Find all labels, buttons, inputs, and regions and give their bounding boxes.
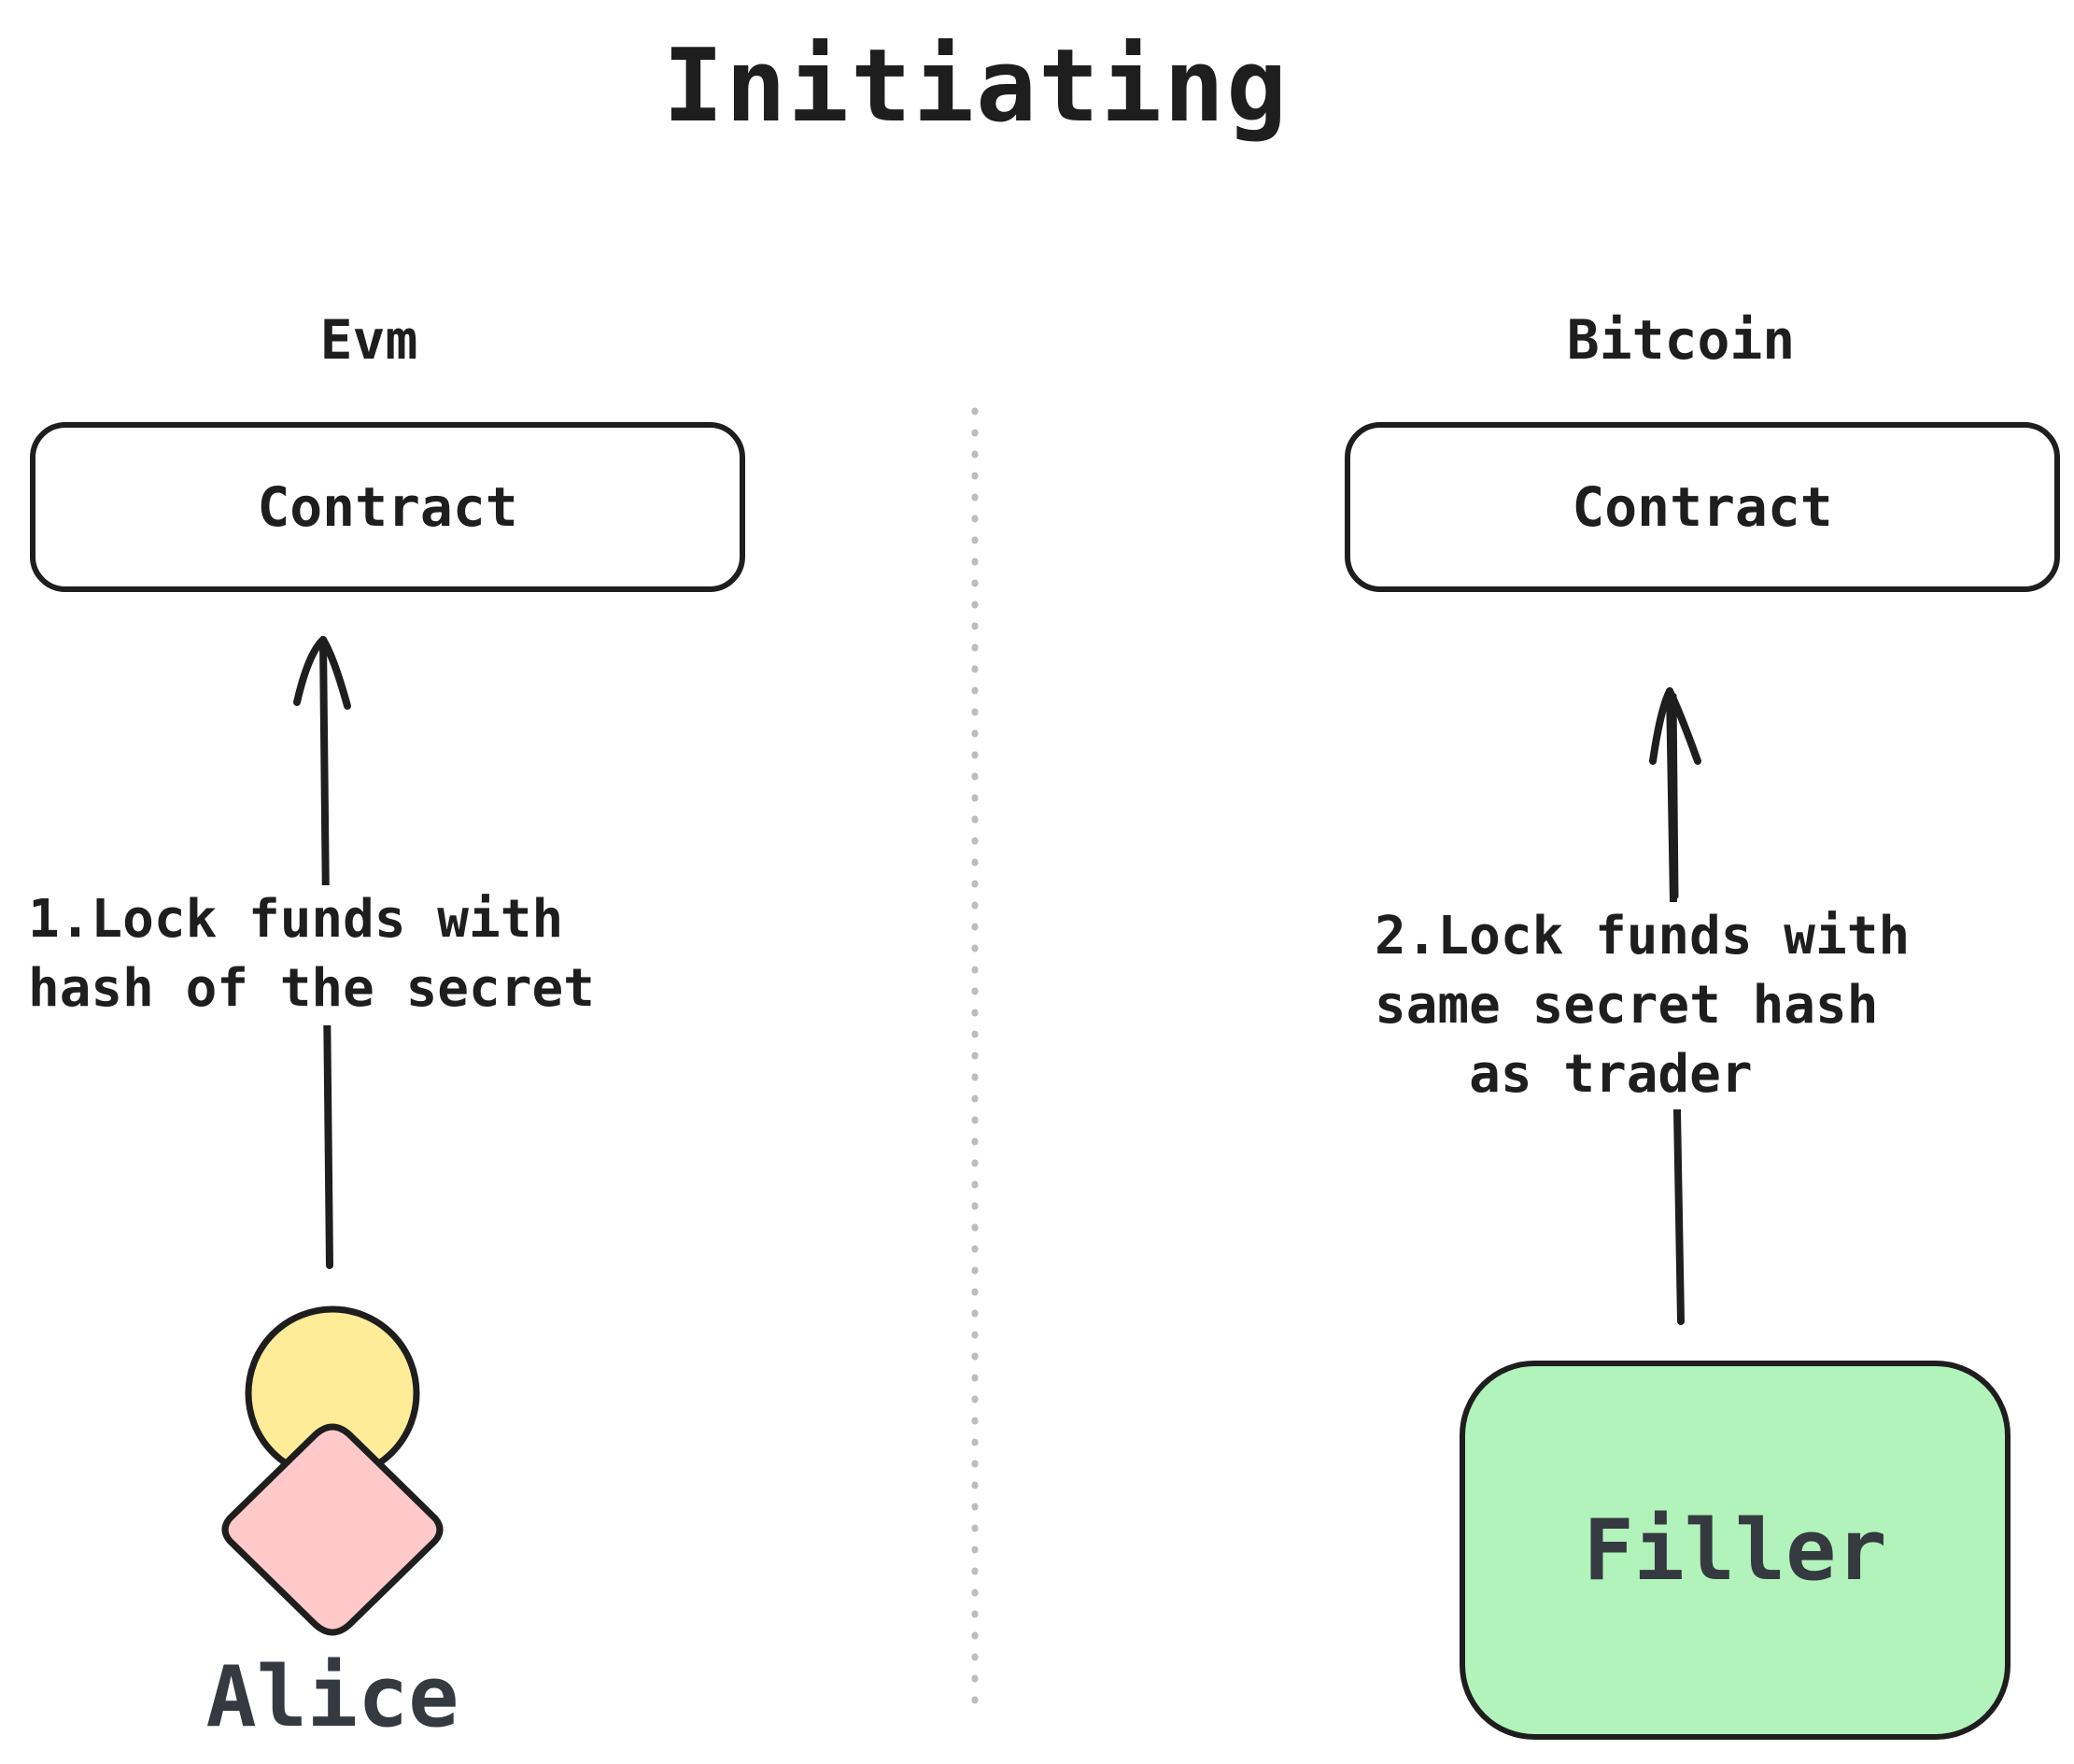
filler-name: Filler bbox=[1583, 1501, 1887, 1600]
bitcoin-chain-label: Bitcoin bbox=[1566, 308, 1796, 372]
filler-box: Filler bbox=[1460, 1361, 2011, 1740]
evm-contract-label: Contract bbox=[257, 475, 518, 539]
bitcoin-contract-label: Contract bbox=[1572, 475, 1833, 539]
left-arrow-head bbox=[293, 636, 351, 710]
diagram-title: Initiating bbox=[662, 28, 1290, 145]
alice-body bbox=[221, 1423, 444, 1636]
step-2-label: 2.Lock funds with same secret hash as tr… bbox=[1375, 902, 1954, 1109]
bitcoin-contract-box: Contract bbox=[1345, 422, 2060, 592]
evm-chain-label: Evm bbox=[319, 308, 418, 372]
alice-name: Alice bbox=[205, 1648, 459, 1746]
step-1-label: 1.Lock funds with hash of the secret bbox=[28, 885, 644, 1025]
evm-contract-box: Contract bbox=[30, 422, 745, 592]
right-arrow-head bbox=[1649, 687, 1701, 765]
